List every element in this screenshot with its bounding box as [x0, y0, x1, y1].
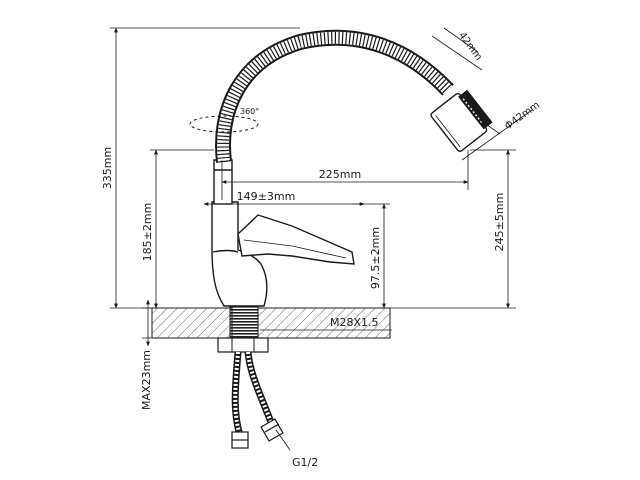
handle-length-label: 149±3mm — [237, 190, 296, 203]
dimension-lines — [110, 27, 533, 451]
max-counter-label: MAX23mm — [140, 350, 153, 410]
total-height-label: 335mm — [101, 147, 114, 189]
hose-fittings — [231, 418, 284, 449]
supply-hoses — [231, 351, 276, 437]
head-diameter-label: Φ42mm — [503, 100, 542, 132]
rotation-indicator — [189, 115, 259, 133]
lever-handle — [237, 214, 355, 265]
handle-height-label: 97.5±2mm — [369, 227, 382, 289]
rotation-label: 360° — [240, 107, 259, 116]
outlet-height-label: 245±5mm — [493, 193, 506, 252]
thread-label: M28X1.5 — [330, 316, 379, 329]
mounting-nut — [217, 337, 269, 353]
head-length-label: 42mm — [456, 30, 484, 63]
threaded-shank — [229, 305, 259, 341]
spout-height-label: 185±2mm — [141, 203, 154, 262]
flexible-spout — [215, 29, 454, 163]
spray-head — [430, 89, 493, 152]
hose-thread-label: G1/2 — [292, 456, 318, 469]
reach-label: 225mm — [319, 168, 361, 181]
